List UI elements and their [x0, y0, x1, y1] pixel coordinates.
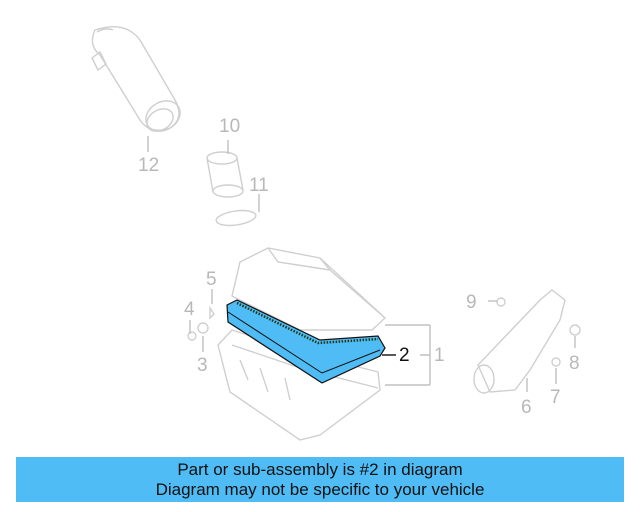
- part-6-duct: [473, 289, 566, 394]
- banner-part-note: Part or sub-assembly is #2 in diagram: [177, 460, 463, 479]
- info-banner: Part or sub-assembly is #2 in diagram Di…: [16, 457, 624, 502]
- callout-12: 12: [138, 155, 160, 176]
- part-1-airbox-upper: [231, 247, 387, 331]
- banner-disclaimer: Diagram may not be specific to your vehi…: [155, 480, 485, 499]
- part-4-clip: [187, 331, 197, 341]
- callout-6: 6: [521, 397, 532, 418]
- callout-4: 4: [184, 299, 195, 320]
- callout-8: 8: [569, 353, 580, 374]
- callout-10: 10: [219, 116, 241, 137]
- callout-9: 9: [466, 292, 477, 313]
- callout-1: 1: [434, 345, 445, 366]
- callout-3: 3: [197, 355, 208, 376]
- part-12-intake-hose: [91, 26, 181, 132]
- callout-7: 7: [550, 387, 561, 408]
- leader-lines: [147, 136, 576, 392]
- part-10-sleeve: [206, 151, 244, 198]
- part-3-grommet: [197, 322, 209, 334]
- part-5-screw: [209, 305, 215, 320]
- part-7-clip: [551, 357, 561, 367]
- parts-diagram: 12 10 11 5 4 3 2 1 9 8 7 6: [91, 26, 581, 441]
- part-8-grommet: [569, 324, 581, 336]
- part-9-clip: [496, 297, 506, 307]
- part-11-ring: [215, 209, 257, 227]
- part-2-air-filter-highlighted: [226, 299, 386, 384]
- callout-5: 5: [206, 269, 217, 290]
- callout-11: 11: [249, 175, 269, 196]
- callout-2: 2: [399, 345, 410, 366]
